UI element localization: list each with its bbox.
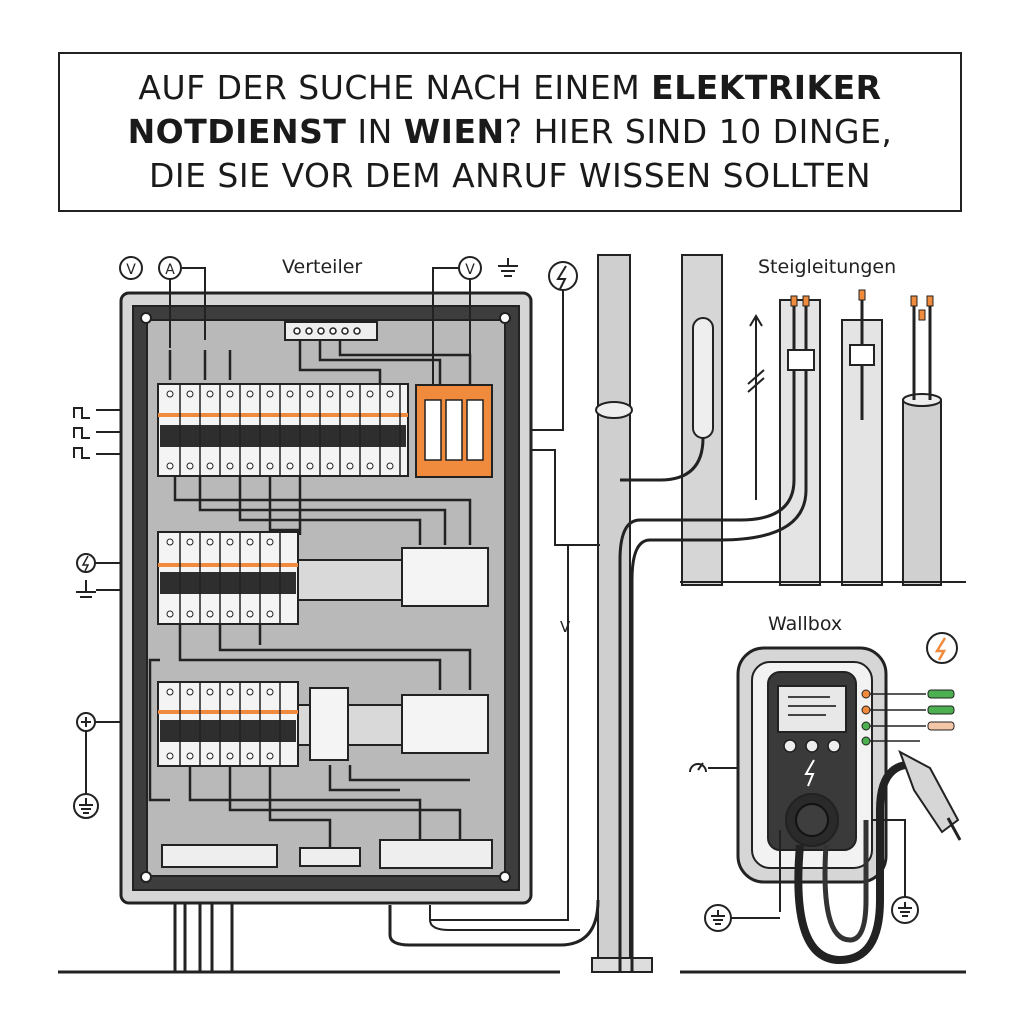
breaker-screw — [226, 752, 234, 760]
breaker-screw — [166, 538, 174, 546]
distribution-panel — [119, 291, 533, 972]
wallbox-button-3[interactable] — [827, 739, 841, 753]
breaker-screw — [246, 462, 254, 470]
breaker-screw — [286, 462, 294, 470]
breaker-screw — [226, 610, 234, 618]
ammeter-label: A — [165, 262, 175, 278]
breaker-screw — [246, 538, 254, 546]
title-part-2: IN — [346, 112, 404, 151]
breaker-screw — [346, 390, 354, 398]
breaker-screw — [326, 462, 334, 470]
breaker-screw — [266, 752, 274, 760]
breaker-screw — [186, 462, 194, 470]
wallbox-display — [777, 685, 847, 733]
title-part-3: ? HIER SIND 10 DINGE, — [504, 112, 893, 151]
breaker-screw — [266, 462, 274, 470]
breaker-screw — [266, 610, 274, 618]
breaker-screw — [386, 390, 394, 398]
breaker-screw — [166, 688, 174, 696]
breaker-screw — [166, 390, 174, 398]
charging-cable — [794, 761, 907, 965]
breaker-screw — [246, 390, 254, 398]
label-wallbox: Wallbox — [768, 613, 842, 635]
label-wire-v: V — [560, 618, 571, 636]
contactor — [309, 687, 349, 761]
breaker-screw — [226, 688, 234, 696]
breaker-screw — [286, 390, 294, 398]
title-line-3: DIE SIE VOR DEM ANRUF WISSEN SOLLTEN — [148, 156, 872, 195]
breaker-screw — [186, 610, 194, 618]
voltmeter-right-label: V — [465, 262, 475, 278]
surge-protector — [415, 384, 493, 478]
gauge-icon — [689, 762, 738, 773]
breaker-screw — [246, 688, 254, 696]
breaker-screw — [366, 462, 374, 470]
breaker-screw — [266, 390, 274, 398]
ground-left-icon — [76, 580, 122, 598]
breaker-screw — [246, 752, 254, 760]
breaker-screw — [246, 610, 254, 618]
terminal-block-2 — [401, 547, 489, 607]
voltmeter-right-icon: V — [458, 256, 482, 280]
breaker-screw — [166, 610, 174, 618]
lightning-small-icon — [76, 553, 122, 573]
ground-icon — [498, 258, 518, 277]
breaker-screw — [206, 688, 214, 696]
title-part-1: AUF DER SUCHE NACH EINEM — [138, 68, 652, 107]
breaker-screw — [206, 610, 214, 618]
riser-pipes — [591, 254, 966, 973]
breaker-screw — [166, 462, 174, 470]
breaker-screw — [386, 462, 394, 470]
lightning-icon — [548, 261, 578, 291]
label-steigleitungen: Steigleitungen — [758, 256, 896, 278]
breaker-screw — [266, 538, 274, 546]
charging-icon — [804, 759, 815, 787]
plus-icon — [76, 712, 122, 795]
breaker-screw — [166, 752, 174, 760]
breaker-screw — [206, 462, 214, 470]
breaker-screw — [206, 538, 214, 546]
breaker-screw — [186, 688, 194, 696]
wallbox — [736, 646, 955, 884]
breaker-poles — [166, 384, 401, 766]
breaker-screw — [306, 390, 314, 398]
breaker-screw — [206, 752, 214, 760]
breaker-screw — [226, 462, 234, 470]
wallbox-lightning-icon — [926, 632, 958, 664]
pulse-icon — [73, 407, 122, 459]
breaker-screw — [266, 688, 274, 696]
title-bold-notdienst: NOTDIENST — [127, 112, 347, 151]
voltmeter-icon: V — [119, 256, 143, 280]
terminal-block-3 — [401, 694, 489, 754]
charging-plug — [898, 749, 960, 834]
breaker-screw — [186, 390, 194, 398]
breaker-screw — [186, 752, 194, 760]
wallbox-ground-right-icon — [872, 819, 919, 924]
breaker-screw — [366, 390, 374, 398]
breaker-screw — [186, 538, 194, 546]
title-bold-wien: WIEN — [403, 112, 505, 151]
breaker-screw — [346, 462, 354, 470]
wallbox-button-1[interactable] — [783, 739, 797, 753]
ammeter-icon: A — [158, 256, 182, 280]
breaker-screw — [226, 538, 234, 546]
breaker-screw — [326, 390, 334, 398]
wallbox-button-2[interactable] — [805, 739, 819, 753]
voltmeter-left-label: V — [126, 262, 136, 278]
title-box: AUF DER SUCHE NACH EINEM ELEKTRIKER NOTD… — [58, 52, 962, 212]
page-title: AUF DER SUCHE NACH EINEM ELEKTRIKER NOTD… — [128, 66, 893, 198]
breaker-screw — [226, 390, 234, 398]
wallbox-ground-left-icon — [704, 830, 781, 932]
breaker-screw — [206, 390, 214, 398]
breaker-screw — [306, 462, 314, 470]
label-verteiler: Verteiler — [282, 256, 362, 278]
ground-circle-icon — [73, 793, 99, 819]
title-bold-elektriker: ELEKTRIKER — [651, 68, 882, 107]
